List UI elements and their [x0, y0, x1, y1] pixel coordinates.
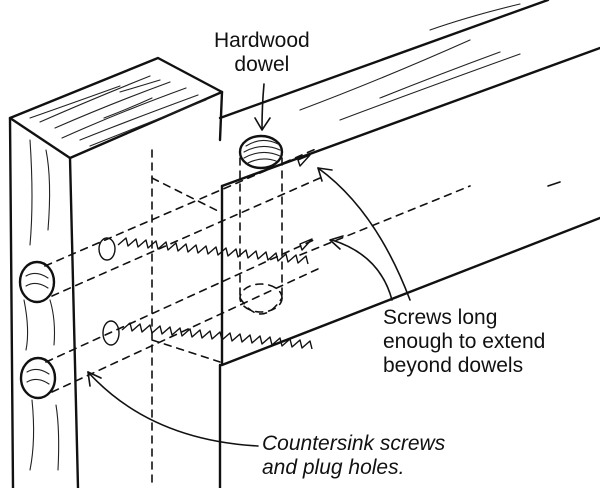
post-top-end [8, 56, 224, 160]
rail-bottom-edge [220, 216, 600, 367]
post-front-edge [68, 156, 80, 488]
screw-upper-threads [117, 237, 309, 265]
arrow-screw-lower-head [329, 235, 344, 250]
arrow-dowel-head [254, 117, 271, 131]
post-hidden-mortise-c [151, 339, 221, 363]
screws-label: Screws long enough to extend beyond dowe… [383, 306, 546, 377]
rail-far-tick [547, 181, 561, 187]
post-end-grain [29, 75, 207, 147]
screw-lower-head [102, 320, 120, 346]
post-hidden-mortise-b [151, 177, 221, 213]
screw-lower-shank-bottom [51, 267, 321, 393]
screw-upper-head [98, 237, 116, 261]
screw-upper [18, 147, 321, 304]
dowel-end [238, 134, 284, 170]
screw-upper-shank-top [44, 147, 319, 267]
arrow-countersink-line [87, 371, 259, 447]
dowel-bottom-top [239, 283, 283, 313]
screw-lower-threads [121, 322, 313, 350]
rail-top-grain [299, 3, 521, 121]
screw-lower-shank-top [45, 237, 319, 363]
plug-hole-upper [18, 260, 56, 304]
arrow-countersink-head [87, 371, 102, 387]
rail-hidden-centerline [299, 185, 471, 256]
countersink-label: Countersink screws and plug holes. [262, 432, 446, 479]
rail-top-back-edge [218, 0, 550, 120]
arrow-screw-upper-head [317, 167, 333, 182]
callout-countersink [87, 371, 259, 447]
screw-lower-tip [299, 238, 313, 251]
arrow-dowel-line [261, 83, 265, 129]
post [8, 56, 224, 488]
post-right-edge-upper [218, 90, 224, 142]
arrow-screw-lower-line [331, 239, 393, 301]
arrow-screw-upper-line [317, 167, 411, 301]
dowel [238, 134, 284, 315]
screw-upper-tip [297, 154, 311, 167]
dowel-end-grain [243, 139, 281, 164]
plug-hole-lower [19, 356, 57, 400]
post-left-edge [8, 116, 15, 488]
post-face-grain [23, 139, 60, 471]
callout-screws [317, 167, 411, 301]
screw-lower [19, 237, 321, 400]
screw-upper-shank-bottom [51, 177, 321, 297]
hardwood-dowel-label: Hardwood dowel [214, 29, 310, 76]
callout-dowel [254, 83, 271, 131]
